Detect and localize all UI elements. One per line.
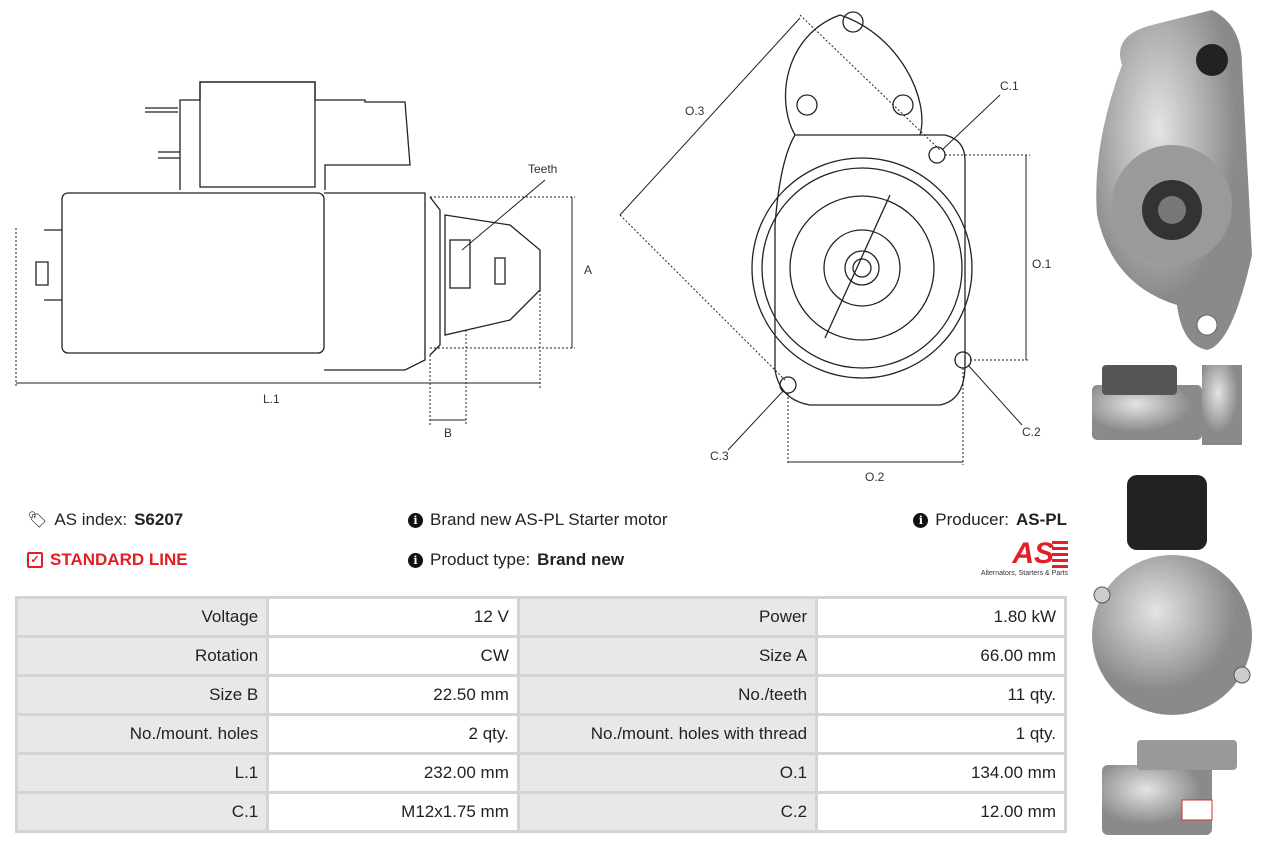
spec-value: CW — [266, 635, 520, 677]
product-type-value: Brand new — [537, 550, 625, 569]
info-icon: i — [408, 512, 423, 528]
standard-line-badge: ✓ STANDARD LINE — [27, 550, 188, 570]
producer-label: Producer: — [935, 510, 1009, 529]
spec-label: Power — [516, 596, 819, 638]
as-index-value: S6207 — [134, 510, 184, 529]
producer: i Producer: AS-PL — [913, 510, 1067, 530]
spec-value: M12x1.75 mm — [266, 791, 520, 833]
logo-tagline: Alternators, Starters & Parts — [980, 570, 1068, 577]
info-icon: i — [913, 512, 929, 528]
spec-label: Rotation — [14, 635, 270, 677]
label-o2: O.2 — [865, 470, 885, 484]
motor-body — [61, 192, 325, 354]
product-photos — [1092, 10, 1252, 835]
label-c3: C.3 — [710, 449, 729, 463]
spec-value: 12 V — [266, 596, 520, 638]
spec-value: 2 qty. — [266, 713, 520, 755]
photo-side-label[interactable] — [1102, 740, 1237, 835]
spec-value: 66.00 mm — [815, 635, 1067, 677]
spec-label: C.1 — [14, 791, 270, 833]
photo-side[interactable] — [1092, 365, 1242, 445]
description-text: Brand new AS-PL Starter motor — [430, 510, 668, 529]
producer-value: AS-PL — [1016, 510, 1067, 529]
as-index-label: AS index: — [54, 510, 128, 529]
spec-value: 134.00 mm — [815, 752, 1067, 794]
photo-front[interactable] — [1096, 10, 1252, 350]
spec-label: Size A — [516, 635, 819, 677]
label-o1: O.1 — [1032, 257, 1052, 271]
label-c1: C.1 — [1000, 79, 1019, 93]
label-teeth: Teeth — [528, 162, 557, 176]
line-label: STANDARD LINE — [50, 550, 188, 569]
spec-label: No./mount. holes with thread — [516, 713, 819, 755]
info-icon: i — [408, 552, 423, 568]
front-view-diagram: O.3 C.1 O.1 C.2 C.3 O.2 — [619, 11, 1052, 484]
as-pl-logo: AS Alternators, Starters & Parts — [962, 538, 1068, 577]
spec-value: 12.00 mm — [815, 791, 1067, 833]
spec-label: No./teeth — [516, 674, 819, 716]
checkbox-icon: ✓ — [27, 552, 43, 568]
spec-value: 22.50 mm — [266, 674, 520, 716]
product-type-label: Product type: — [430, 550, 531, 569]
side-view-diagram: Teeth A B L.1 — [15, 81, 592, 440]
as-index: 🏷︎ AS index: S6207 — [27, 510, 183, 530]
logo-mark: AS — [962, 538, 1068, 570]
spec-value: 1.80 kW — [815, 596, 1067, 638]
spec-label: Size B — [14, 674, 270, 716]
spec-label: L.1 — [14, 752, 270, 794]
label-b: B — [444, 426, 452, 440]
spec-label: Voltage — [14, 596, 270, 638]
spec-value: 1 qty. — [815, 713, 1067, 755]
description: i Brand new AS-PL Starter motor — [408, 510, 667, 530]
label-l1: L.1 — [263, 392, 280, 406]
spec-label: O.1 — [516, 752, 819, 794]
spec-label: No./mount. holes — [14, 713, 270, 755]
spec-value: 11 qty. — [815, 674, 1067, 716]
spec-value: 232.00 mm — [266, 752, 520, 794]
label-a: A — [584, 263, 592, 277]
label-c2: C.2 — [1022, 425, 1041, 439]
tags-icon: 🏷︎ — [27, 512, 48, 529]
product-type: i Product type: Brand new — [408, 550, 624, 570]
photo-rear[interactable] — [1092, 475, 1252, 715]
label-o3: O.3 — [685, 104, 705, 118]
spec-label: C.2 — [516, 791, 819, 833]
